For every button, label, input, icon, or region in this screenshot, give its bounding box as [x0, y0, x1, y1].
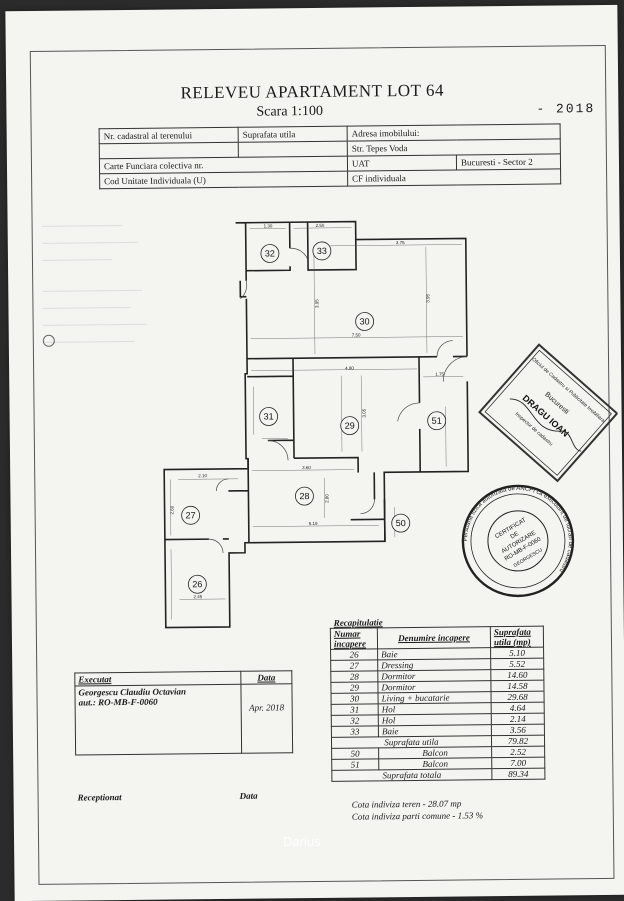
- room-label-29: 29: [345, 421, 355, 431]
- executor-table: Executat Data Georgescu Claudiu Octavian…: [74, 670, 293, 756]
- recap-table: Numar incapere Denumire incapere Suprafa…: [330, 626, 546, 782]
- area-label: Suprafata utila: [238, 126, 348, 143]
- executor-details: Georgescu Claudiu Octavian aut.: RO-MB-F…: [74, 684, 242, 756]
- authorization-stamp-round: Persoana fizica autorizata de ANCPI ca e…: [461, 484, 575, 598]
- area-value: [238, 141, 348, 158]
- floor-plan: 1.30 2.50 3.75 7.50 4.80 1.75 3.60 5.19 2.10…: [163, 220, 470, 629]
- svg-text:3.75: 3.75: [396, 240, 405, 245]
- svg-text:2.80: 2.80: [324, 494, 329, 503]
- received-label: Receptionat: [77, 792, 122, 803]
- svg-text:1.75: 1.75: [435, 372, 444, 377]
- cadastral-value: [99, 142, 239, 159]
- svg-text:3.60: 3.60: [302, 465, 311, 470]
- room-label-30: 30: [360, 316, 370, 326]
- cota-comune: Cota indiviza parti comune - 1.53 %: [351, 810, 484, 822]
- svg-text:DE: DE: [510, 531, 520, 540]
- svg-text:3.95: 3.95: [425, 294, 430, 303]
- svg-text:2.50: 2.50: [316, 223, 325, 228]
- room-label-51: 51: [432, 416, 442, 426]
- show-through-text: [41, 215, 155, 476]
- authorization-stamp-rect: Oficiul de Cadastru si Publicitate Imobi…: [478, 343, 619, 483]
- room-label-28: 28: [299, 491, 309, 501]
- uat-value: Bucuresti - Sector 2: [456, 153, 561, 171]
- cadastral-label: Nr. cadastral al terenului: [99, 127, 239, 144]
- svg-text:2.45: 2.45: [193, 594, 202, 599]
- punch-hole-mark: [42, 334, 55, 347]
- document-page: RELEVEU APARTAMENT LOT 64 Scara 1:100 - …: [5, 4, 624, 901]
- room-label-32: 32: [265, 248, 275, 258]
- room-label-26: 26: [192, 579, 202, 589]
- cota-teren: Cota indiviza teren - 28.07 mp: [351, 798, 462, 810]
- col-number: Numar incapere: [330, 627, 378, 650]
- svg-text:4.80: 4.80: [345, 366, 354, 371]
- svg-text:3.95: 3.95: [314, 299, 319, 308]
- cadastral-header-table: Nr. cadastral al terenului Suprafata uti…: [99, 123, 562, 189]
- svg-text:2.60: 2.60: [170, 505, 175, 514]
- room-label-27: 27: [186, 510, 196, 520]
- recap-title: Recapitulatie: [333, 617, 383, 628]
- col-name: Denumire incapere: [377, 626, 491, 649]
- watermark: Darius: [283, 834, 321, 849]
- executor-authorization: aut.: RO-MB-F-0060: [78, 696, 158, 708]
- svg-text:3.05: 3.05: [362, 408, 367, 417]
- cf-label: CF individuala: [347, 168, 561, 187]
- executor-date-label: Data: [240, 670, 292, 685]
- svg-text:2.10: 2.10: [198, 473, 207, 478]
- col-area: Suprafata utila (mp): [490, 626, 544, 648]
- scale-label: Scara 1:100: [256, 103, 323, 120]
- uat-label: UAT: [347, 155, 457, 172]
- executor-date: Apr. 2018: [240, 683, 293, 754]
- svg-text:5.19: 5.19: [309, 521, 318, 526]
- svg-text:7.50: 7.50: [352, 333, 361, 338]
- received-date-label: Data: [239, 790, 258, 801]
- room-label-31: 31: [264, 411, 274, 421]
- room-label-50: 50: [396, 518, 406, 528]
- year-label: - 2018: [536, 101, 596, 117]
- unit-code-label: Cod Unitate Individuala (U): [99, 171, 348, 189]
- svg-text:DRAGU IOAN: DRAGU IOAN: [521, 393, 571, 439]
- svg-text:1.30: 1.30: [264, 223, 273, 228]
- room-label-33: 33: [317, 246, 327, 256]
